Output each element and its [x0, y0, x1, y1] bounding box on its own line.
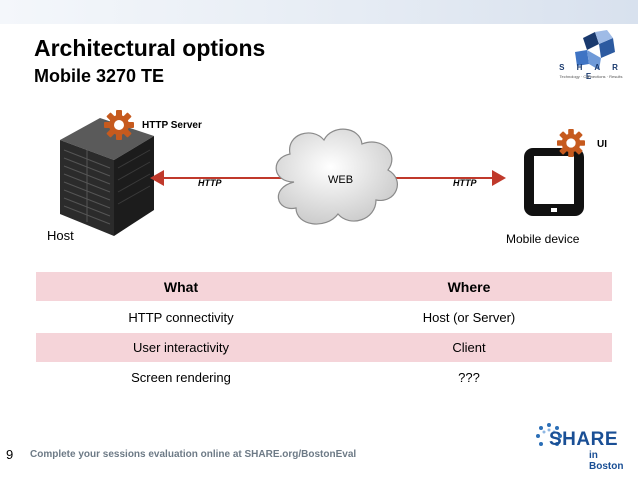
table-cell: User interactivity: [36, 332, 326, 363]
share-boston-logo: SHARE in Boston: [535, 422, 630, 472]
column-header-what: What: [36, 272, 326, 303]
arrow-left-icon: [150, 170, 164, 186]
share-logo-top: [575, 30, 615, 70]
cloud-icon: [275, 128, 398, 225]
share-burst-icon: [536, 423, 562, 446]
http-left-label: HTTP: [198, 178, 222, 188]
share-logo-mark-icon: [575, 30, 615, 70]
slide-subtitle: Mobile 3270 TE: [34, 66, 165, 86]
table-row: Screen rendering ???: [36, 362, 612, 393]
what-where-table: What Where HTTP connectivity Host (or Se…: [36, 272, 612, 393]
table-cell: HTTP connectivity: [36, 302, 326, 333]
web-label: WEB: [328, 174, 354, 186]
table-cell: Screen rendering: [36, 362, 326, 393]
table-cell: Host (or Server): [326, 302, 612, 333]
mobile-device-label: Mobile device: [506, 232, 580, 246]
host-label: Host: [47, 228, 74, 243]
server-rack-icon: [60, 118, 154, 236]
share-logo-word: S H A R E: [559, 63, 623, 81]
ui-label: UI: [597, 139, 607, 150]
footer-text: Complete your sessions evaluation online…: [30, 449, 357, 460]
share-boston-sub: in Boston: [589, 450, 624, 472]
share-boston-word: SHARE: [549, 429, 619, 450]
table-row: User interactivity Client: [36, 332, 612, 363]
slide-title: Architectural options: [34, 35, 266, 61]
column-header-where: Where: [326, 272, 612, 303]
gear-icon: [104, 110, 134, 140]
gear-icon: [557, 129, 585, 157]
table-cell: ???: [326, 362, 612, 393]
top-banner: [0, 0, 638, 24]
http-server-label: HTTP Server: [142, 120, 202, 131]
table-header-row: What Where: [36, 272, 612, 303]
http-right-label: HTTP: [453, 178, 477, 188]
tablet-icon: [524, 148, 584, 216]
page-number: 9: [6, 447, 14, 462]
table-row: HTTP connectivity Host (or Server): [36, 302, 612, 333]
arrow-right-icon: [492, 170, 506, 186]
share-logo-tagline: Technology · Connections · Results: [559, 74, 623, 79]
table-cell: Client: [326, 332, 612, 363]
